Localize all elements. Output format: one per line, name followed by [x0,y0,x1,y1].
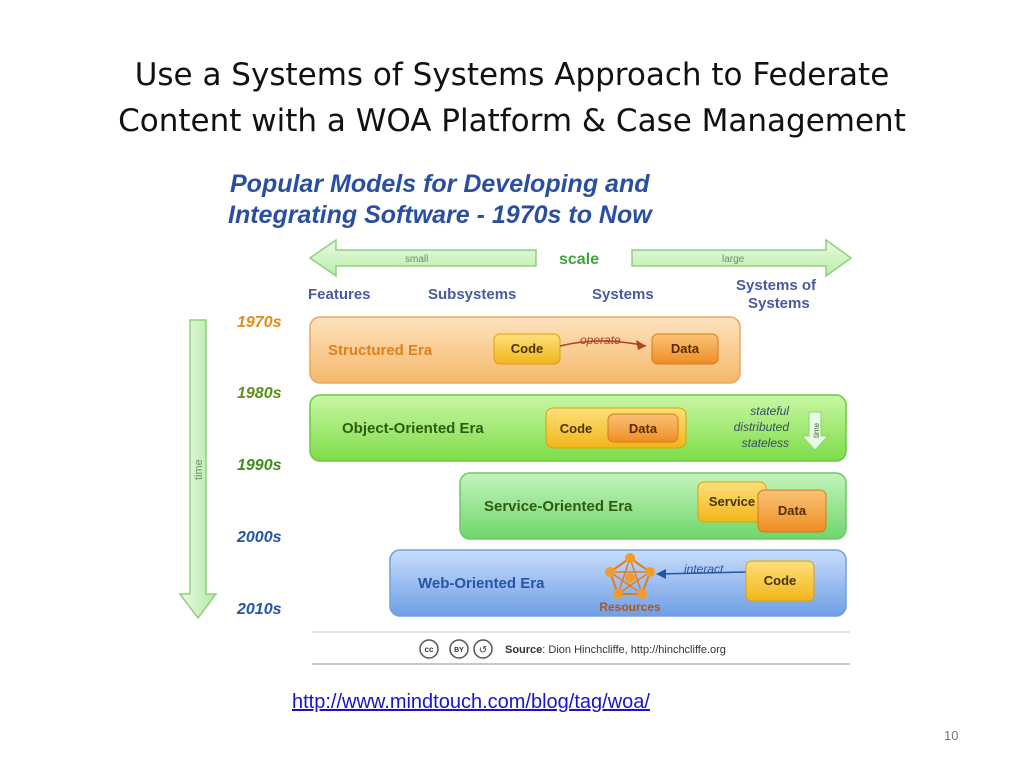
resources-network-icon [605,553,655,599]
column-systems: Systems [592,286,654,303]
soa-data-box [757,489,827,533]
scale-arrow-left: small [308,238,537,278]
time-label: time [193,459,205,480]
column-systems-of-systems-line-1: Systems of [736,277,817,294]
oo-time-label: time [812,422,821,438]
interact-arrow [657,571,747,575]
operate-label: operate [580,333,621,347]
share-alike-icon [473,639,493,659]
oo-data-label: Data [629,421,658,436]
decade-1980s: 1980s [237,385,282,402]
decade-1990s: 1990s [237,457,282,474]
oo-note-stateful: stateful [750,404,789,418]
slide-title-line-1: Use a Systems of Systems Approach to Fed… [134,57,890,93]
decade-2010s: 2010s [236,601,282,618]
source-credit: Source: Dion Hinchcliffe, http://hinchcl… [505,644,726,656]
source-url-link[interactable]: http://www.mindtouch.com/blog/tag/woa/ [292,691,650,713]
structured-code-label: Code [511,341,544,356]
scale-arrow-right: large [631,238,853,278]
cc-icon [419,639,439,659]
object-oriented-era-band: Object-Oriented Era Code Data stateful d… [309,394,847,462]
oo-time-arrow [800,411,830,451]
service-oriented-era-band: Service-Oriented Era Service Data [459,472,847,540]
page-number: 10 [944,728,959,743]
decade-2000s: 2000s [236,529,282,546]
diagram-heading-line-1: Popular Models for Developing and [230,170,650,198]
oo-note-stateless: stateless [742,436,789,450]
by-icon-label: BY [454,647,464,654]
resources-label: Resources [599,600,661,614]
structured-era-label: Structured Era [328,342,433,359]
soa-data-label: Data [778,503,807,518]
slide-title-line-2: Content with a WOA Platform & Case Manag… [118,103,906,139]
structured-data-label: Data [671,341,700,356]
cc-license-icons: cc BY ↺ [419,639,493,659]
oo-data-box [607,413,679,443]
scale-large-label: large [722,254,745,265]
structured-data-box [651,333,719,365]
service-label: Service [709,494,755,509]
source-label: Source [505,644,542,656]
cc-icon-label: cc [425,645,434,654]
time-arrow: time [178,319,218,620]
column-subsystems: Subsystems [428,286,516,303]
web-oriented-era-band: Web-Oriented Era Resources interact Code [389,549,847,617]
software-models-diagram: Popular Models for Developing and Integr… [178,170,853,665]
scale-label: scale [559,251,599,268]
woa-code-box [745,560,815,602]
interact-label: interact [684,562,724,576]
share-alike-icon-label: ↺ [479,645,487,656]
slide-title: Use a Systems of Systems Approach to Fed… [40,52,984,144]
object-oriented-era-label: Object-Oriented Era [342,420,484,437]
oo-code-label: Code [560,421,593,436]
structured-code-box [493,333,561,365]
column-systems-of-systems-line-2: Systems [748,295,810,312]
service-oriented-era-label: Service-Oriented Era [484,498,633,515]
structured-era-band: Structured Era Code operate Data [309,316,741,384]
web-oriented-era-label: Web-Oriented Era [418,575,545,592]
diagram-heading-line-2: Integrating Software - 1970s to Now [228,201,653,229]
decade-1970s: 1970s [237,314,282,331]
source-text: : Dion Hinchcliffe, http://hinchcliffe.o… [542,644,726,656]
column-features: Features [308,286,371,303]
woa-code-label: Code [764,573,797,588]
by-icon [449,639,469,659]
oo-note-distributed: distributed [734,420,790,434]
scale-small-label: small [405,254,428,265]
